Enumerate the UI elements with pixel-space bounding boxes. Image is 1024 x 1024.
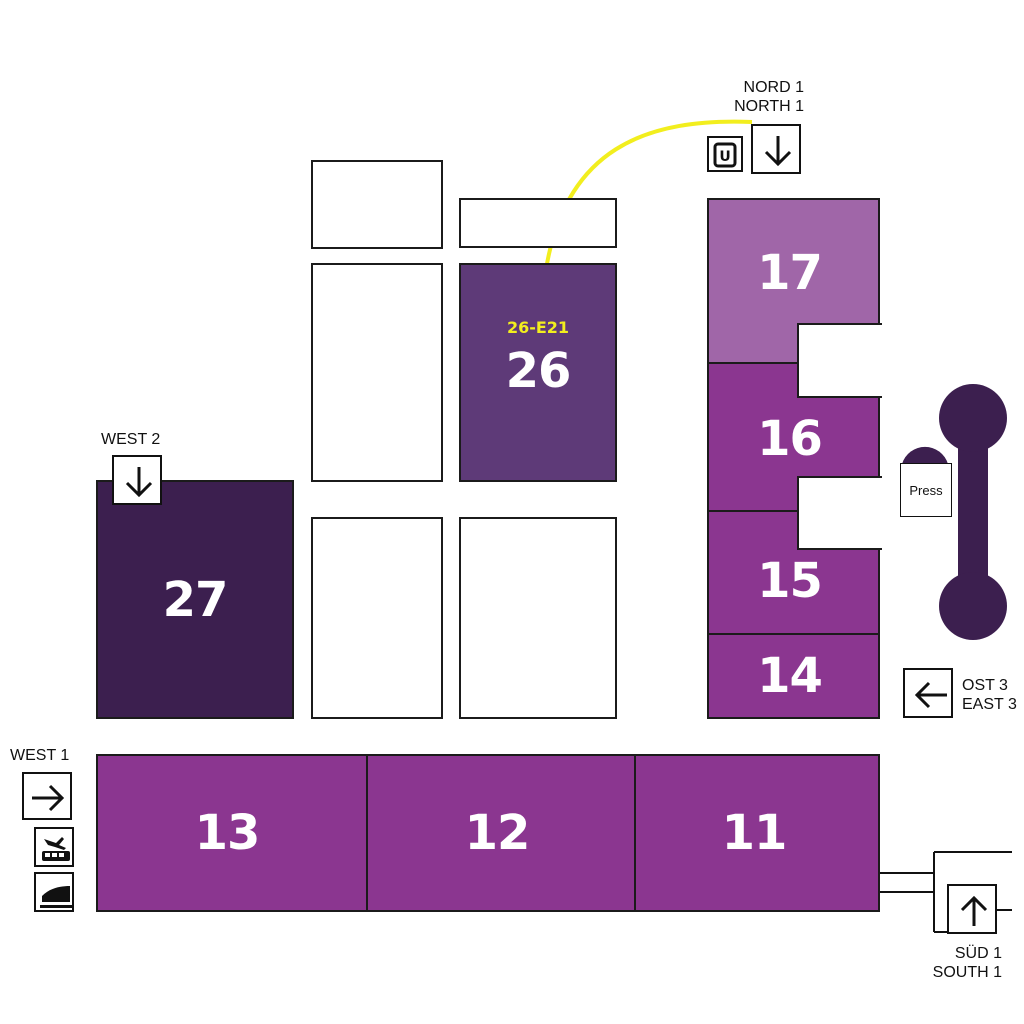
connector-building <box>939 384 1007 640</box>
hall-15-number: 15 <box>757 552 823 609</box>
hall-17-number: 17 <box>757 245 823 301</box>
hall-14-number: 14 <box>757 648 823 704</box>
press-label: Press <box>909 482 943 498</box>
entrance-east3-en: EAST 3 <box>962 696 1017 713</box>
hall-unlabeled-4 <box>311 517 443 719</box>
hall-11-number: 11 <box>721 805 788 861</box>
subway-icon: U <box>707 136 743 172</box>
press-pavilion[interactable]: Press <box>900 463 952 517</box>
entrance-west1-label: WEST 1 <box>10 747 70 764</box>
entrance-north1-label: NORD 1 NORTH 1 <box>720 78 804 116</box>
entrance-south1-arrow-up-icon[interactable] <box>947 884 997 934</box>
hall-26[interactable]: 26-E21 26 <box>459 263 617 482</box>
airport-bus-icon <box>34 827 74 867</box>
hall-13-number: 13 <box>194 805 261 861</box>
hall-27-number: 27 <box>162 571 229 628</box>
hall-26-number: 26 <box>505 343 572 399</box>
entrance-west2-arrow-down-icon[interactable] <box>112 455 162 505</box>
hall-13[interactable]: 13 <box>96 754 368 912</box>
entrance-south1-label: SÜD 1 SOUTH 1 <box>920 944 1002 982</box>
booth-label: 26-E21 <box>506 318 570 337</box>
entrance-north1-de: NORD 1 <box>743 79 804 96</box>
hall-12-number: 12 <box>464 805 531 861</box>
entrance-east3-de: OST 3 <box>962 677 1008 694</box>
entrance-north1-arrow-down-icon[interactable] <box>751 124 801 174</box>
hall-11[interactable]: 11 <box>634 754 880 912</box>
entrance-south1-en: SOUTH 1 <box>932 964 1002 981</box>
hall-unlabeled-3 <box>311 263 443 482</box>
notch-16 <box>797 476 882 516</box>
hall-16-number: 16 <box>757 411 823 467</box>
entrance-west1-arrow-right-icon[interactable] <box>22 772 72 820</box>
hall-17[interactable]: 17 <box>707 198 880 364</box>
hall-14[interactable]: 14 <box>707 633 880 719</box>
hall-27[interactable]: 27 <box>96 480 294 719</box>
entrance-east3-arrow-left-icon[interactable] <box>903 668 953 718</box>
entrance-east3-label: OST 3 EAST 3 <box>962 676 1017 714</box>
press-dome <box>902 446 948 464</box>
entrance-north1-en: NORTH 1 <box>734 98 804 115</box>
hall-unlabeled-1 <box>311 160 443 249</box>
hall-unlabeled-2 <box>459 198 617 248</box>
notch-17 <box>797 323 882 398</box>
entrance-west2-label: WEST 2 <box>101 431 161 448</box>
svg-text:U: U <box>719 149 730 165</box>
hall-12[interactable]: 12 <box>366 754 636 912</box>
notch-15 <box>797 512 882 550</box>
train-icon <box>34 872 74 912</box>
entrance-south1-de: SÜD 1 <box>954 945 1002 962</box>
hall-unlabeled-5 <box>459 517 617 719</box>
